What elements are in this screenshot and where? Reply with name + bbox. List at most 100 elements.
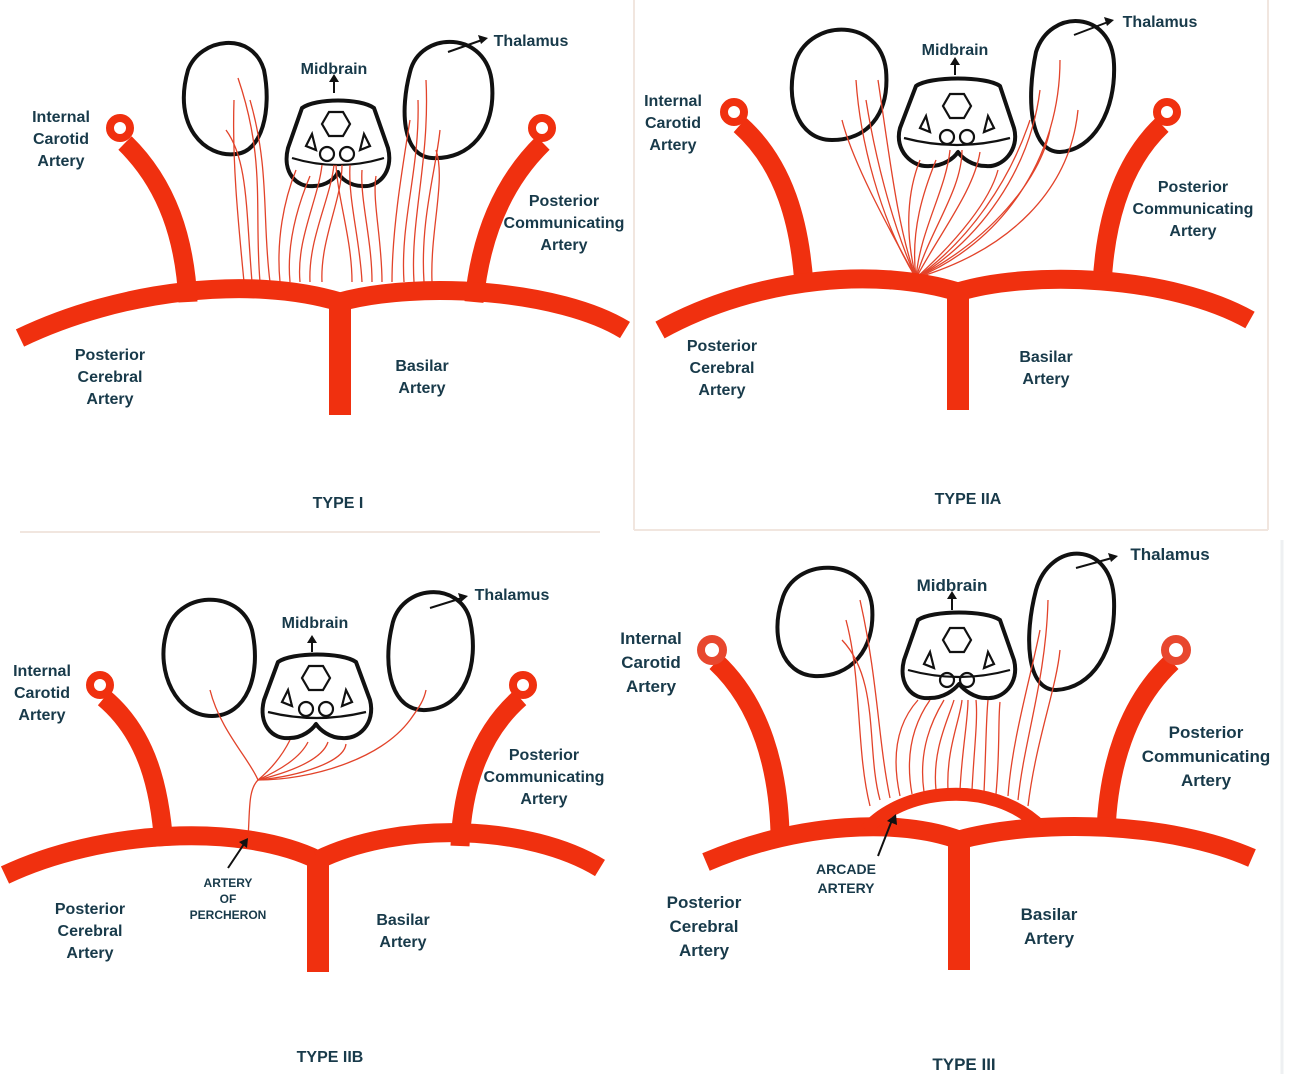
thalamus-right <box>1031 21 1114 152</box>
svg-text:OF: OF <box>220 892 237 906</box>
thalamus-left <box>777 568 872 676</box>
panel-caption-type-2b: TYPE IIB <box>297 1049 364 1066</box>
midbrain-label: Midbrain <box>917 576 988 595</box>
thalamus-right <box>405 42 493 158</box>
svg-text:Artery: Artery <box>1024 929 1075 948</box>
svg-text:ARCADE: ARCADE <box>816 861 876 877</box>
ica-label: Internal Carotid Artery <box>32 109 90 170</box>
panel-caption-type-3: TYPE III <box>932 1055 995 1074</box>
pcom-label: Posterior Communicating Artery <box>1133 179 1254 240</box>
ica-ring-left <box>724 102 744 122</box>
pcom-label: Posterior Communicating Artery <box>484 747 605 808</box>
svg-text:Posterior: Posterior <box>75 347 145 364</box>
pcom-label: Posterior Communicating Artery <box>1142 723 1270 790</box>
basilar-label: Basilar Artery <box>1021 905 1078 948</box>
svg-text:Artery: Artery <box>679 941 730 960</box>
pca-label: Posterior Cerebral Artery <box>687 338 757 399</box>
svg-text:Artery: Artery <box>520 791 567 808</box>
ica-ring-left <box>110 118 130 138</box>
svg-text:Carotid: Carotid <box>621 653 681 672</box>
basilar-label: Basilar Artery <box>395 358 448 397</box>
thalamus-label: Thalamus <box>1130 545 1209 564</box>
svg-text:Communicating: Communicating <box>1142 747 1270 766</box>
thalamus-right <box>388 592 473 710</box>
svg-text:Artery: Artery <box>379 934 426 951</box>
svg-text:Posterior: Posterior <box>1169 723 1244 742</box>
thalamus-left <box>792 30 887 140</box>
svg-text:Artery: Artery <box>66 945 113 962</box>
svg-text:Carotid: Carotid <box>14 685 70 702</box>
percheron-label: ARTERY OF PERCHERON <box>190 876 267 922</box>
midbrain-label: Midbrain <box>301 61 368 78</box>
svg-text:Artery: Artery <box>398 380 445 397</box>
panel-caption-type-1: TYPE I <box>313 495 364 512</box>
svg-text:Cerebral: Cerebral <box>58 923 123 940</box>
svg-text:Posterior: Posterior <box>667 893 742 912</box>
ica-ring-left <box>90 675 110 695</box>
svg-text:Artery: Artery <box>626 677 677 696</box>
midbrain <box>287 101 390 187</box>
svg-text:Carotid: Carotid <box>33 131 89 148</box>
svg-text:Artery: Artery <box>1022 371 1069 388</box>
pcom-label: Posterior Communicating Artery <box>504 193 625 254</box>
svg-text:Internal: Internal <box>32 109 90 126</box>
basilar-label: Basilar Artery <box>1019 349 1072 388</box>
thalamus-label: Thalamus <box>494 33 569 50</box>
svg-text:Posterior: Posterior <box>1158 179 1228 196</box>
panel-caption-type-2a: TYPE IIA <box>935 491 1002 508</box>
svg-text:Cerebral: Cerebral <box>690 360 755 377</box>
ica-label: Internal Carotid Artery <box>620 629 681 696</box>
svg-text:ARTERY: ARTERY <box>817 880 875 896</box>
ica-label: Internal Carotid Artery <box>13 663 71 724</box>
svg-text:Communicating: Communicating <box>484 769 605 786</box>
panel-type-2a: Thalamus Midbrain Internal Carotid Arter… <box>644 14 1253 508</box>
artery-system <box>701 639 1252 970</box>
svg-text:Artery: Artery <box>18 707 65 724</box>
svg-text:Posterior: Posterior <box>509 747 579 764</box>
svg-text:Artery: Artery <box>698 382 745 399</box>
svg-text:Internal: Internal <box>644 93 702 110</box>
pca-label: Posterior Cerebral Artery <box>55 901 125 962</box>
svg-text:Basilar: Basilar <box>1019 349 1072 366</box>
ica-ring-right <box>1165 639 1187 661</box>
ica-ring-right <box>1157 102 1177 122</box>
svg-text:Communicating: Communicating <box>1133 201 1254 218</box>
svg-text:Artery: Artery <box>86 391 133 408</box>
thalamus-left <box>184 43 267 154</box>
ica-ring-right <box>532 118 552 138</box>
svg-text:Cerebral: Cerebral <box>670 917 739 936</box>
svg-text:PERCHERON: PERCHERON <box>190 908 267 922</box>
arcade-label: ARCADE ARTERY <box>816 861 876 896</box>
perforators <box>210 690 426 838</box>
panel-type-3: Thalamus Midbrain Internal Carotid Arter… <box>620 545 1270 1074</box>
svg-text:Cerebral: Cerebral <box>78 369 143 386</box>
svg-text:Posterior: Posterior <box>55 901 125 918</box>
panel-type-2b: Thalamus Midbrain Internal Carotid Arter… <box>5 587 604 1066</box>
svg-text:Artery: Artery <box>1169 223 1216 240</box>
svg-text:Basilar: Basilar <box>376 912 429 929</box>
perforators <box>842 60 1078 278</box>
svg-text:Carotid: Carotid <box>645 115 701 132</box>
basilar-label: Basilar Artery <box>376 912 429 951</box>
svg-text:Internal: Internal <box>13 663 71 680</box>
ica-ring-right <box>513 675 533 695</box>
svg-text:Basilar: Basilar <box>1021 905 1078 924</box>
svg-text:Artery: Artery <box>649 137 696 154</box>
svg-text:Artery: Artery <box>1181 771 1232 790</box>
panel-type-1: Thalamus Midbrain Internal Carotid Arter… <box>20 33 625 512</box>
svg-text:Internal: Internal <box>620 629 681 648</box>
svg-text:Posterior: Posterior <box>687 338 757 355</box>
midbrain <box>899 79 1015 167</box>
midbrain-label: Midbrain <box>282 615 349 632</box>
svg-text:Artery: Artery <box>540 237 587 254</box>
midbrain <box>263 655 372 739</box>
ica-label: Internal Carotid Artery <box>644 93 702 154</box>
svg-text:Artery: Artery <box>37 153 84 170</box>
midbrain <box>903 613 1016 699</box>
svg-text:Basilar: Basilar <box>395 358 448 375</box>
svg-text:Communicating: Communicating <box>504 215 625 232</box>
thalamus-label: Thalamus <box>1123 14 1198 31</box>
thalamus-label: Thalamus <box>475 587 550 604</box>
svg-text:ARTERY: ARTERY <box>204 876 253 890</box>
